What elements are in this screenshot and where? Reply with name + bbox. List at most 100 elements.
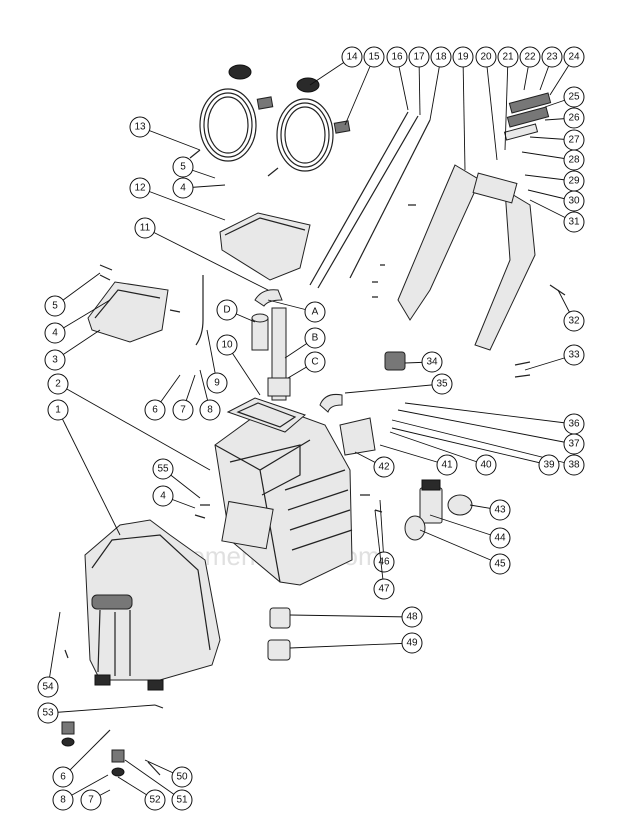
callout-number: 48	[406, 612, 418, 623]
callout-number: 9	[214, 378, 220, 389]
callout-number: 38	[568, 460, 580, 471]
callout-bubble	[44, 349, 66, 371]
callout-bubble	[52, 766, 74, 788]
callout-A: A	[267, 299, 326, 323]
screws-part	[64, 204, 566, 709]
coiled-cord-14-part	[267, 77, 351, 177]
callout-22: 22	[519, 46, 541, 91]
callout-55: 55	[152, 458, 201, 499]
callout-number: 39	[543, 460, 555, 471]
callout-8: 8	[199, 369, 221, 421]
callout-number: 8	[60, 795, 66, 806]
callout-B: B	[284, 327, 326, 359]
callout-6: 6	[52, 739, 101, 788]
callout-14: 14	[309, 46, 363, 86]
callout-bubble	[216, 334, 238, 356]
callout-bubble	[401, 606, 423, 628]
callout-bubble	[541, 46, 563, 68]
coiled-cord-13-part	[189, 64, 274, 162]
callout-number: 20	[480, 52, 492, 63]
callout-bubble	[37, 702, 59, 724]
callout-number: 4	[180, 183, 186, 194]
callout-leader	[144, 227, 269, 291]
callout-number: 25	[568, 92, 580, 103]
callout-bubble	[408, 46, 430, 68]
callout-leader	[391, 427, 550, 466]
callout-number: 4	[160, 491, 166, 502]
callout-16: 16	[386, 46, 409, 111]
callout-number: C	[311, 357, 318, 368]
callout-number: 21	[502, 52, 514, 63]
callout-bubble	[129, 116, 151, 138]
tank-housing-part	[214, 404, 353, 586]
callout-19: 19	[452, 46, 474, 171]
callout-number: 51	[176, 795, 188, 806]
callout-number: 52	[149, 795, 161, 806]
callout-39: 39	[391, 427, 560, 476]
wand-rods-part	[309, 111, 431, 289]
callout-leader	[289, 614, 413, 618]
callout-leader	[404, 402, 575, 425]
callout-26: 26	[544, 107, 585, 129]
callout-bubble	[401, 632, 423, 654]
callout-34: 34	[404, 351, 443, 373]
callout-21: 21	[497, 46, 519, 151]
callout-24: 24	[549, 46, 585, 96]
callout-bubble	[563, 86, 585, 108]
callout-4: 4	[152, 485, 196, 509]
callout-number: 37	[568, 439, 580, 450]
callout-number: 33	[568, 350, 580, 361]
callout-49: 49	[289, 632, 423, 654]
callout-48: 48	[289, 606, 423, 628]
callout-bubble	[144, 399, 166, 421]
callout-5: 5	[44, 272, 101, 317]
callout-bubble	[373, 551, 395, 573]
callout-bubble	[172, 156, 194, 178]
small-fittings-part	[61, 721, 161, 777]
callout-bubble	[563, 211, 585, 233]
callout-number: 29	[568, 176, 580, 187]
callout-bubble	[216, 299, 238, 321]
hose-part	[195, 275, 204, 346]
callout-23: 23	[539, 46, 563, 91]
callout-bubble	[44, 322, 66, 344]
cap-48-part	[269, 607, 291, 629]
callout-bubble	[363, 46, 385, 68]
callout-number: 8	[207, 405, 213, 416]
callout-leader	[504, 56, 509, 151]
gasket-frame-part	[226, 397, 306, 433]
callout-number: 31	[568, 217, 580, 228]
callout-number: 28	[568, 155, 580, 166]
callout-bubble	[436, 454, 458, 476]
bracket-41-part	[339, 417, 376, 456]
callout-leader	[429, 514, 501, 539]
callout-number: 43	[494, 505, 506, 516]
callout-number: 32	[568, 316, 580, 327]
callout-number: 7	[180, 405, 186, 416]
callout-number: A	[312, 307, 319, 318]
callout-47: 47	[373, 509, 395, 600]
callout-bubble	[452, 46, 474, 68]
callout-bubble	[386, 46, 408, 68]
callout-number: 14	[346, 52, 358, 63]
callout-number: 15	[368, 52, 380, 63]
callout-bubble	[475, 454, 497, 476]
callout-number: 7	[88, 795, 94, 806]
callout-bubble	[47, 399, 69, 421]
callout-bubble	[563, 190, 585, 212]
callout-bubble	[497, 46, 519, 68]
fitting-34-part	[384, 351, 406, 371]
callout-number: 12	[134, 183, 146, 194]
callout-bubble	[80, 789, 102, 811]
callout-bubble	[206, 372, 228, 394]
callout-bubble	[304, 351, 326, 373]
front-cover-part	[84, 519, 221, 691]
callout-leader	[47, 611, 61, 688]
callout-bubble	[341, 46, 363, 68]
callout-bubble	[563, 454, 585, 476]
callout-bubble	[489, 527, 511, 549]
callout-13: 13	[129, 116, 201, 151]
callout-bubble	[421, 351, 443, 373]
lid-part	[87, 281, 169, 343]
callout-bubble	[519, 46, 541, 68]
